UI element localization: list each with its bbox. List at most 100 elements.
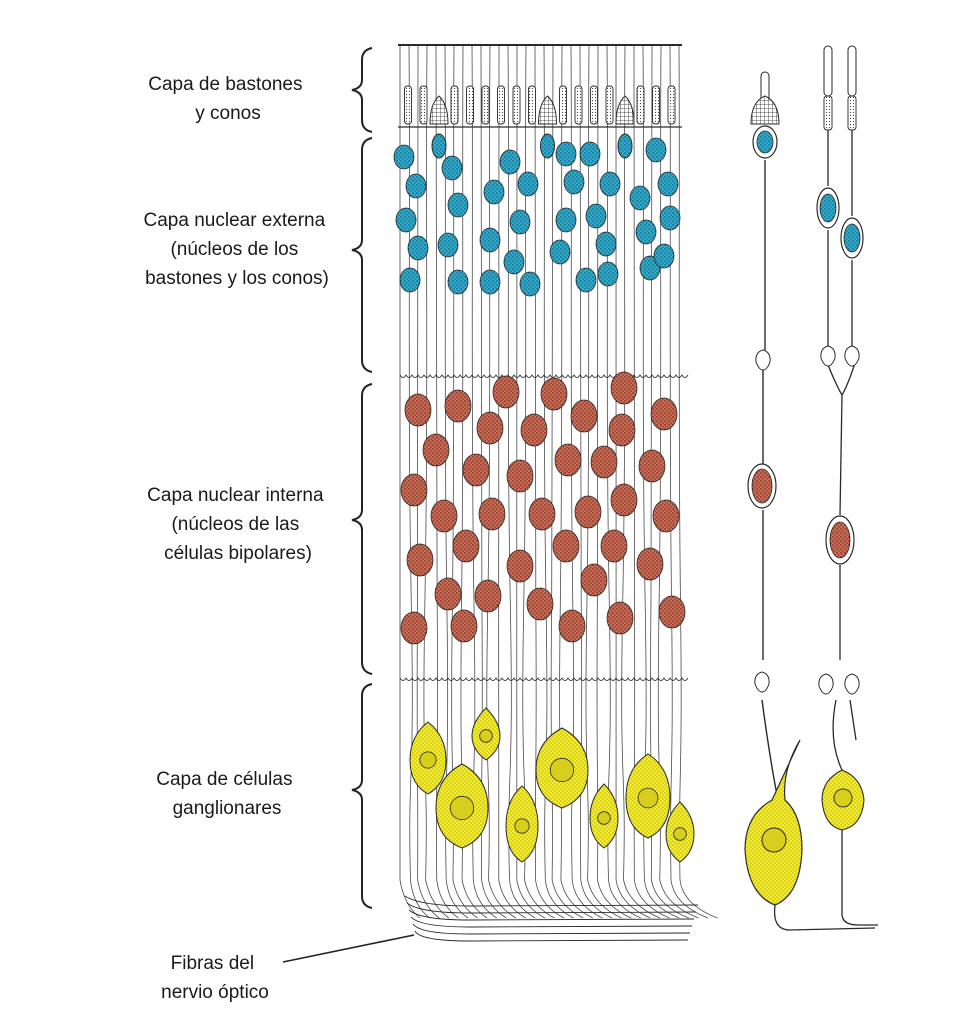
- fiber-line: [507, 45, 536, 919]
- rod-nucleus: [499, 149, 521, 175]
- fiber-line: [550, 45, 584, 919]
- bipolar-cell-icon: [444, 389, 472, 423]
- bipolar-cell-icon: [452, 529, 480, 563]
- bipolar-cell-icon: [608, 413, 636, 447]
- ganglion-nucleus: [549, 757, 575, 783]
- bipolar-cell-icon: [751, 468, 773, 504]
- fiber-line: [615, 45, 651, 919]
- bipolar-cell-icon: [650, 397, 678, 431]
- synapse-knob: [820, 345, 836, 367]
- bipolar-cell-icon: [400, 473, 428, 507]
- rod-nucleus: [659, 205, 681, 231]
- fiber-line: [423, 45, 450, 919]
- brace-ganglion: [351, 683, 373, 909]
- bipolar-cell-icon: [404, 393, 432, 427]
- optic-nerve-fiber: [406, 902, 697, 914]
- chain2-fiber: [825, 359, 857, 771]
- brace-icon: [282, 47, 415, 963]
- bipolar-cell-icon: [652, 499, 680, 533]
- ganglion-nucleus: [419, 751, 437, 769]
- rod-nucleus: [579, 141, 601, 167]
- rod-cell-icon: [847, 95, 857, 131]
- rod-nucleus: [405, 173, 427, 199]
- rod-cell-icon: [528, 85, 536, 125]
- rod-cell-icon: [466, 85, 474, 125]
- fiber-line: [480, 45, 507, 919]
- bipolar-cell-icon: [434, 577, 462, 611]
- bipolar-cell-icon: [590, 445, 618, 479]
- brace-outer-nuclear: [351, 137, 373, 373]
- bipolar-cell-icon: [574, 495, 602, 529]
- bipolar-cell-icon: [554, 443, 582, 477]
- fiber-line: [444, 45, 469, 919]
- fiber-line: [678, 45, 718, 919]
- bipolar-cell-icon: [474, 579, 502, 613]
- rod-cell-icon: [559, 85, 567, 125]
- optic-nerve-fiber: [410, 916, 693, 928]
- fiber-line: [621, 45, 661, 919]
- bipolar-cell-icon: [520, 413, 548, 447]
- fiber-line: [460, 45, 488, 919]
- rod-cell-icon: [404, 85, 412, 125]
- ganglion-nucleus: [637, 787, 659, 809]
- rod-nucleus: [645, 137, 667, 163]
- ganglion-nucleus: [761, 827, 787, 853]
- rod-cell-icon: [636, 85, 645, 125]
- bipolar-cell-icon: [406, 543, 434, 577]
- rod-nucleus: [653, 243, 675, 269]
- rod-nucleus: [843, 223, 861, 253]
- fiber-line: [543, 45, 574, 919]
- rod-nucleus: [629, 185, 651, 211]
- cone-cell-icon: [615, 95, 635, 125]
- rod-nucleus: [549, 239, 571, 265]
- bipolar-cell-icon: [558, 609, 586, 643]
- rod-nucleus: [407, 235, 429, 261]
- ganglion-nucleus: [833, 788, 853, 808]
- rod-nucleus: [597, 261, 619, 287]
- bipolar-cell-icon: [476, 411, 504, 445]
- cone-nucleus: [431, 133, 447, 159]
- rod-cell-icon: [590, 85, 598, 125]
- cone-nucleus: [756, 130, 774, 154]
- synapse-knob: [755, 349, 771, 371]
- rod-nucleus: [595, 231, 617, 257]
- rod-cell-icon: [652, 85, 660, 125]
- rod-nucleus: [483, 179, 505, 205]
- brace-rods-cones: [351, 47, 373, 133]
- bipolar-cell-icon: [636, 547, 664, 581]
- ganglion-cell-icon: [744, 739, 803, 906]
- bipolar-cell-icon: [422, 433, 450, 467]
- bipolar-cell-icon: [610, 483, 638, 517]
- rod-cell-icon: [419, 85, 428, 125]
- label-rods-cones: Capa de bastones y conos: [148, 74, 308, 124]
- label-inner-nuclear: Capa nuclear interna (núcleos de las cél…: [147, 485, 329, 564]
- fiber-line: [585, 45, 622, 919]
- ganglion-nucleus: [673, 827, 687, 841]
- rod-outer-segment: [847, 45, 857, 97]
- rod-nucleus: [479, 227, 501, 253]
- label-outer-nuclear: Capa nuclear externa (núcleos de los bas…: [144, 210, 331, 289]
- synapse-knob: [844, 345, 860, 367]
- synapse-knob: [844, 673, 860, 695]
- rod-nucleus: [399, 267, 421, 293]
- bipolar-cell-icon: [528, 497, 556, 531]
- cone-nucleus: [540, 133, 555, 159]
- rod-cell-icon: [497, 85, 505, 125]
- ganglion-nucleus: [449, 795, 475, 821]
- rod-nucleus: [503, 249, 525, 275]
- fiber-line: [579, 45, 613, 919]
- bipolar-cell-icon: [540, 377, 568, 411]
- main-column-cells: [393, 85, 695, 863]
- rod-nucleus: [657, 171, 679, 197]
- optic-nerve-fiber: [414, 930, 689, 942]
- rod-nucleus: [517, 171, 539, 197]
- rod-nucleus: [519, 271, 541, 297]
- rod-nucleus: [635, 219, 657, 245]
- bipolar-cell-icon: [610, 371, 638, 405]
- fiber-line: [451, 45, 478, 919]
- rod-nucleus: [555, 207, 577, 233]
- rod-cell-icon: [667, 85, 676, 125]
- bipolar-cell-icon: [600, 529, 628, 563]
- optic-nerve-fiber: [408, 909, 695, 921]
